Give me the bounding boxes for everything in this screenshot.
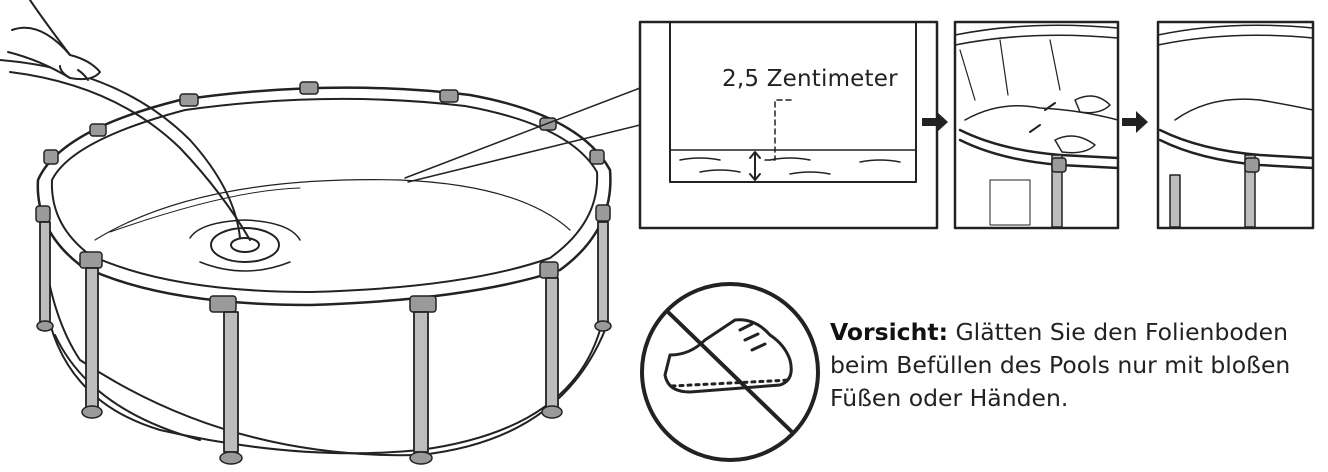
- caution-note: Vorsicht: Glätten Sie den Folienboden be…: [830, 316, 1310, 415]
- arrow-right-icon: [1122, 111, 1148, 133]
- no-shoes-icon: [640, 282, 820, 462]
- arrow-right-icon: [922, 111, 948, 133]
- measurement-label: 2,5 Zentimeter: [722, 66, 898, 92]
- smoothing-hands-panel: [953, 20, 1120, 230]
- smooth-floor-panel: [1156, 20, 1315, 230]
- pool-illustration: [0, 0, 641, 465]
- water-level-detail-panel: [638, 20, 939, 230]
- caution-text: Glätten Sie den Folienboden beim Befülle…: [830, 318, 1291, 412]
- caution-title: Vorsicht:: [830, 318, 948, 346]
